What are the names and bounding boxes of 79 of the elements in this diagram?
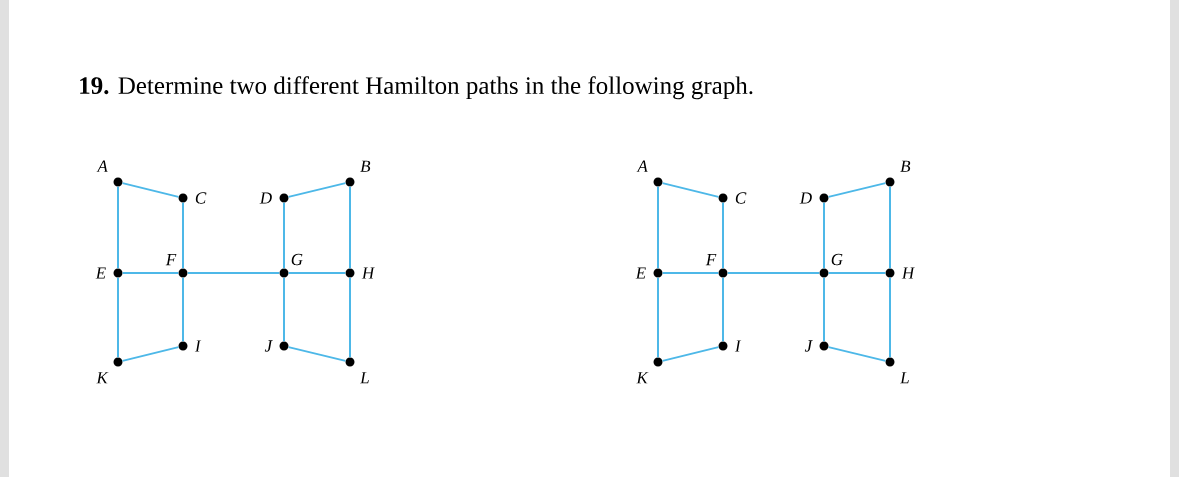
node-label: G <box>291 253 303 266</box>
graph-edge <box>661 346 720 362</box>
graph-edge <box>121 182 180 198</box>
vertex: I <box>718 340 742 352</box>
node-label: C <box>735 192 747 204</box>
graph-edge <box>827 182 887 198</box>
vertex: E <box>95 267 123 279</box>
node-label: B <box>900 160 911 172</box>
vertex: F <box>165 254 188 278</box>
vertex: H <box>345 267 375 279</box>
graph-edge <box>186 272 281 274</box>
node-label: F <box>165 254 177 266</box>
vertex: I <box>178 340 202 352</box>
vertex: L <box>345 357 369 384</box>
node-label: H <box>361 267 375 279</box>
graph-edge <box>117 185 119 270</box>
graph-edge <box>722 276 724 343</box>
vertex: H <box>885 267 915 279</box>
graph-edge <box>287 346 347 362</box>
vertex: K <box>96 357 123 384</box>
vertex: L <box>885 357 909 384</box>
node-label: D <box>799 192 812 204</box>
graph-edge <box>287 182 347 198</box>
graph-edge <box>661 272 720 274</box>
graph-edge <box>121 346 180 362</box>
node-label: E <box>95 267 106 279</box>
graph-edge <box>349 276 351 359</box>
graph-edge <box>722 201 724 270</box>
graph-edge <box>287 272 347 274</box>
node-label: D <box>259 192 272 204</box>
graph-edge <box>657 276 659 359</box>
vertex: C <box>718 192 747 204</box>
vertex: G <box>279 253 303 278</box>
node-label: L <box>359 372 369 384</box>
vertex: G <box>819 253 843 278</box>
graph-edge <box>182 201 184 270</box>
graph-edge <box>283 276 285 343</box>
node-label: K <box>96 372 109 384</box>
vertex: J <box>264 340 289 352</box>
node-label: J <box>264 340 273 352</box>
node-label: E <box>635 267 646 279</box>
node-label: G <box>831 253 843 266</box>
graph-edge <box>661 182 720 198</box>
vertex: F <box>705 254 728 278</box>
node-label: I <box>734 340 742 352</box>
graph-edge <box>823 201 825 270</box>
node-label: K <box>636 372 649 384</box>
node-label: J <box>804 340 813 352</box>
vertex: B <box>345 160 371 187</box>
node-label: H <box>901 267 915 279</box>
vertex: D <box>799 192 829 204</box>
vertex: A <box>96 160 123 187</box>
node-label: I <box>194 340 202 352</box>
vertex: D <box>259 192 289 204</box>
graph-edge <box>121 272 180 274</box>
node-label: A <box>96 160 108 172</box>
graph-edge <box>726 272 821 274</box>
graph-edge <box>889 276 891 359</box>
node-label: L <box>899 372 909 384</box>
graph-edge <box>117 276 119 359</box>
graph-edge <box>182 276 184 343</box>
node-label: F <box>705 254 717 266</box>
graph-edge <box>827 346 887 362</box>
node-label: C <box>195 192 207 204</box>
node-label: A <box>636 160 648 172</box>
vertex: B <box>885 160 911 187</box>
graph-edge <box>657 185 659 270</box>
graph-edge <box>889 185 891 270</box>
vertex: C <box>178 192 207 204</box>
graph-edge <box>823 276 825 343</box>
vertex: K <box>636 357 663 384</box>
question-text: 19. Determine two different Hamilton paths in the following graph. <box>80 76 753 100</box>
vertex: E <box>635 267 663 279</box>
vertex: A <box>636 160 663 187</box>
graph-edge <box>283 201 285 270</box>
graph-edge <box>827 272 887 274</box>
node-label: B <box>360 160 371 172</box>
vertex: J <box>804 340 829 352</box>
graph-edge <box>349 185 351 270</box>
